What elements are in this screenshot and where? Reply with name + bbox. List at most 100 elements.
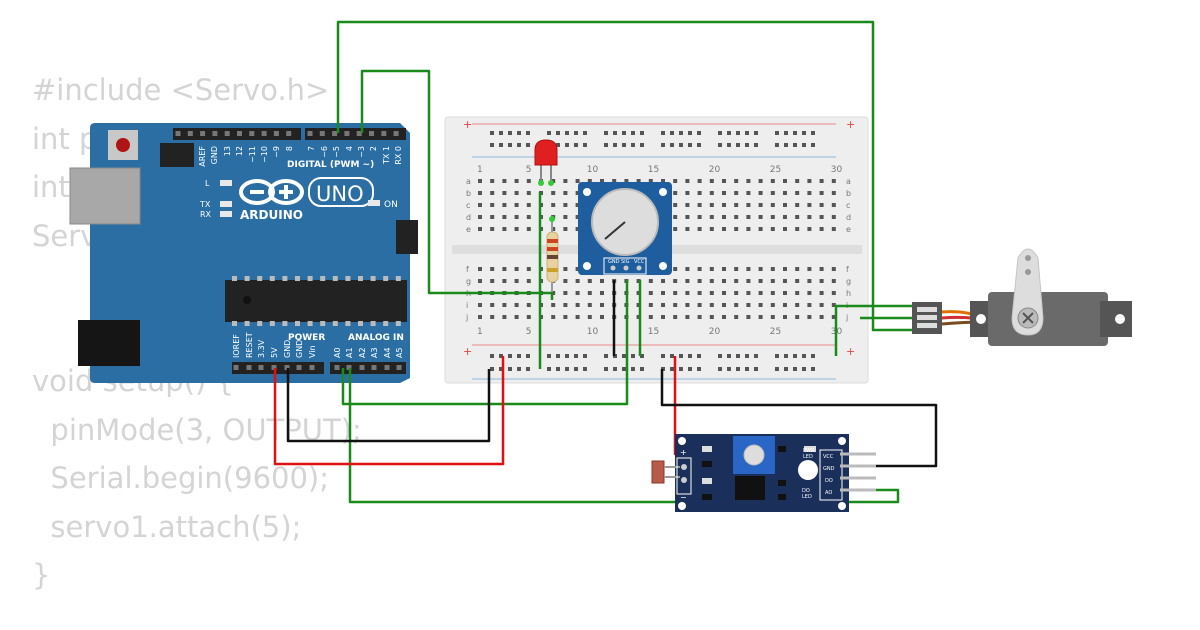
rail-hole: [670, 367, 674, 371]
breadboard-hole: [648, 279, 653, 283]
breadboard-hole: [673, 227, 678, 231]
breadboard-hole: [673, 291, 678, 295]
breadboard-hole: [563, 303, 568, 307]
chip-leg: [232, 321, 237, 326]
analog-pin-label: A2: [358, 347, 367, 358]
breadboard-hole: [526, 315, 531, 319]
header-hole: [286, 131, 292, 136]
breadboard-hole: [600, 179, 604, 183]
analog-pin-label: A3: [370, 347, 379, 358]
breadboard-hole: [685, 291, 690, 295]
analog-pin-label: A5: [395, 347, 404, 358]
mount-hole: [583, 188, 591, 196]
resistor: [546, 216, 559, 300]
breadboard-hole: [722, 267, 726, 271]
breadboard-hole: [514, 191, 519, 195]
digital-pin-label: ~5: [332, 146, 341, 158]
breadboard-hole: [697, 215, 702, 219]
breadboard-hole: [514, 203, 519, 207]
code-line: Serial.begin(9600);: [32, 461, 330, 495]
breadboard-hole: [661, 179, 665, 183]
breadboard-hole: [697, 279, 702, 283]
digital-pin-label: 4: [345, 146, 354, 151]
breadboard-hole: [758, 203, 763, 207]
breadboard-row-label: h: [846, 289, 851, 298]
chip-leg: [307, 276, 313, 281]
rail-hole: [640, 354, 644, 358]
breadboard-hole: [526, 215, 531, 219]
rail-hole: [661, 143, 665, 147]
resistor-band: [547, 247, 558, 251]
breadboard-hole: [831, 227, 836, 231]
breadboard-hole: [551, 203, 556, 207]
header-hole: [224, 131, 230, 136]
breadboard-hole: [478, 179, 482, 183]
breadboard-hole: [746, 291, 751, 295]
breadboard-hole: [746, 315, 751, 319]
breadboard-hole: [502, 267, 507, 271]
analog-pin-label: A0: [333, 347, 342, 358]
breadboard-hole: [490, 191, 495, 195]
resistor-band: [547, 239, 558, 243]
breadboard-hole: [819, 179, 824, 183]
pwr-led-label: LED: [803, 454, 813, 460]
rail-hole: [727, 354, 731, 358]
power-pin-label: 3.3V: [257, 339, 266, 358]
breadboard-hole: [770, 279, 775, 283]
breadboard-hole: [478, 203, 482, 207]
breadboard-hole: [490, 267, 495, 271]
led-pin-marker: [548, 180, 554, 186]
rail-hole: [793, 131, 797, 135]
chip-leg: [320, 321, 326, 326]
brand-label: ARDUINO: [240, 208, 303, 222]
reset-button-cap[interactable]: [116, 138, 130, 152]
breadboard-hole: [587, 315, 592, 319]
rail-hole: [736, 143, 740, 147]
breadboard-hole: [722, 291, 726, 295]
breadboard-hole: [734, 179, 739, 183]
rail-hole: [793, 354, 797, 358]
breadboard-row-label: c: [846, 201, 850, 210]
digital-pin-label: 7: [307, 146, 316, 151]
breadboard-row-label: j: [465, 313, 468, 322]
rail-hole: [697, 367, 701, 371]
rail-hole: [754, 143, 758, 147]
breadboard-hole: [746, 267, 751, 271]
breadboard-hole: [636, 179, 641, 183]
digital-pin-label: 13: [223, 146, 232, 156]
rail-hole: [688, 367, 692, 371]
breadboard-col-label: 5: [526, 327, 532, 337]
breadboard-col-label: 25: [770, 327, 781, 337]
breadboard-hole: [673, 267, 678, 271]
rail-hole: [547, 354, 551, 358]
rail-hole: [508, 131, 512, 135]
digital-pin-label: 8: [285, 146, 294, 151]
breadboard-hole: [661, 315, 665, 319]
breadboard-hole: [648, 315, 653, 319]
breadboard-hole: [673, 215, 678, 219]
header-hole: [344, 131, 350, 136]
led-tx: [220, 201, 232, 207]
breadboard-hole: [746, 179, 751, 183]
breadboard-hole: [514, 215, 519, 219]
mount-hole: [678, 502, 686, 510]
breadboard-hole: [758, 315, 763, 319]
breadboard-hole: [819, 267, 824, 271]
smd-component: [778, 480, 786, 486]
photoresistor: [651, 460, 665, 484]
breadboard-hole: [661, 291, 665, 295]
led-rx-label: RX: [200, 210, 212, 219]
rail-hole: [499, 131, 503, 135]
breadboard-hole: [697, 315, 702, 319]
header-hole: [396, 365, 402, 370]
rail-hole: [811, 143, 815, 147]
rail-hole: [508, 354, 512, 358]
code-line: int: [32, 170, 70, 204]
header-hole: [381, 131, 387, 136]
resistor-pin-marker: [549, 216, 555, 222]
rail-hole: [631, 367, 635, 371]
chip-leg: [358, 276, 363, 281]
breadboard-hole: [563, 291, 568, 295]
rail-hole: [727, 143, 731, 147]
breadboard-hole: [575, 203, 580, 207]
